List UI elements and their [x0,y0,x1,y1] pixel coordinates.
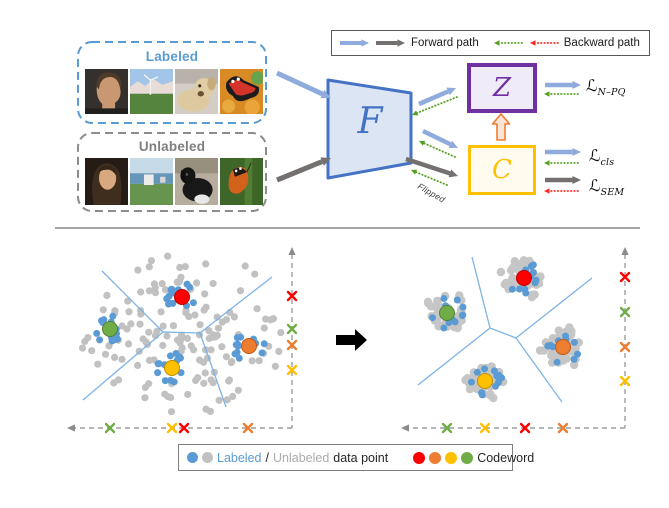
slash-separator: / [265,450,269,465]
codeword-red [516,270,532,286]
architecture-arrows [275,70,581,194]
left-scatter-plot [67,247,298,434]
loss-cls-label: ℒcls [589,146,615,169]
unlabeled-images [85,158,263,205]
right-scatter-plot [401,247,631,434]
red-backward-arrow-icon [529,40,559,46]
classifier-c-box: C [468,145,536,195]
labeled-point-icon [187,452,198,463]
codeword-yellow [164,360,180,376]
labeled-points-red [163,280,197,310]
classifier-c-label: C [492,155,512,185]
red-butterfly-image [220,69,263,114]
codeword-word: Codeword [477,450,535,465]
group-boxes [77,41,267,212]
unlabeled-word: Unlabeled [272,450,330,465]
man-portrait-image [85,69,128,114]
codeword-orange-icon [429,451,442,464]
unlabeled-point-icon [202,452,213,463]
blue-forward-arrow-icon [340,39,369,47]
codeword-red [174,289,190,305]
unlabeled-point-field [78,252,285,416]
green-backward-arrow-icon [493,40,523,46]
datapoint-word: data point [333,450,389,465]
codeword-yellow [477,373,493,389]
loss-sem-label: ℒSEM [589,176,625,199]
labeled-box-title: Labeled [145,49,199,64]
unlabeled-box-title: Unlabeled [138,139,206,154]
forward-path-label: Forward path [411,37,479,49]
voronoi-boundaries [82,270,273,408]
codeword-red-icon [413,451,426,464]
transform-arrow [336,329,367,351]
section-divider [55,227,640,229]
wind-landscape-image [130,69,173,114]
codebook-z-label: Z [492,73,512,103]
codeword-axis-marks [441,271,631,434]
path-legend: Forward path Backward path [331,30,650,56]
woman-portrait-image [85,158,128,205]
puppy-dog-image [175,69,218,114]
codeword-green [439,305,455,321]
codeword-green [102,321,118,337]
codeword-axis-marks [104,290,298,434]
black-dog-image [175,158,218,205]
codebook-z-box: Z [467,63,537,113]
labeled-points-yellow [467,365,506,399]
embedding-axes [401,247,629,432]
codeword-orange [241,338,257,354]
seaside-image [130,158,173,205]
feature-extractor-f-label: F [357,101,383,142]
labeled-word: Labeled [217,450,262,465]
codeword-yellow-icon [445,451,458,464]
codeword-orange [555,339,571,355]
voronoi-boundaries [417,256,593,403]
codeword-green-icon [461,451,474,464]
labeled-images [85,69,263,114]
orange-up-arrow [491,113,511,141]
orange-butterfly-image [220,158,263,205]
backward-path-label: Backward path [563,37,640,49]
loss-npq-label: ℒN–PQ [586,76,626,99]
point-legend: Labeled / Unlabeled data point Codeword [178,444,534,471]
gray-forward-arrow-icon [376,39,405,47]
